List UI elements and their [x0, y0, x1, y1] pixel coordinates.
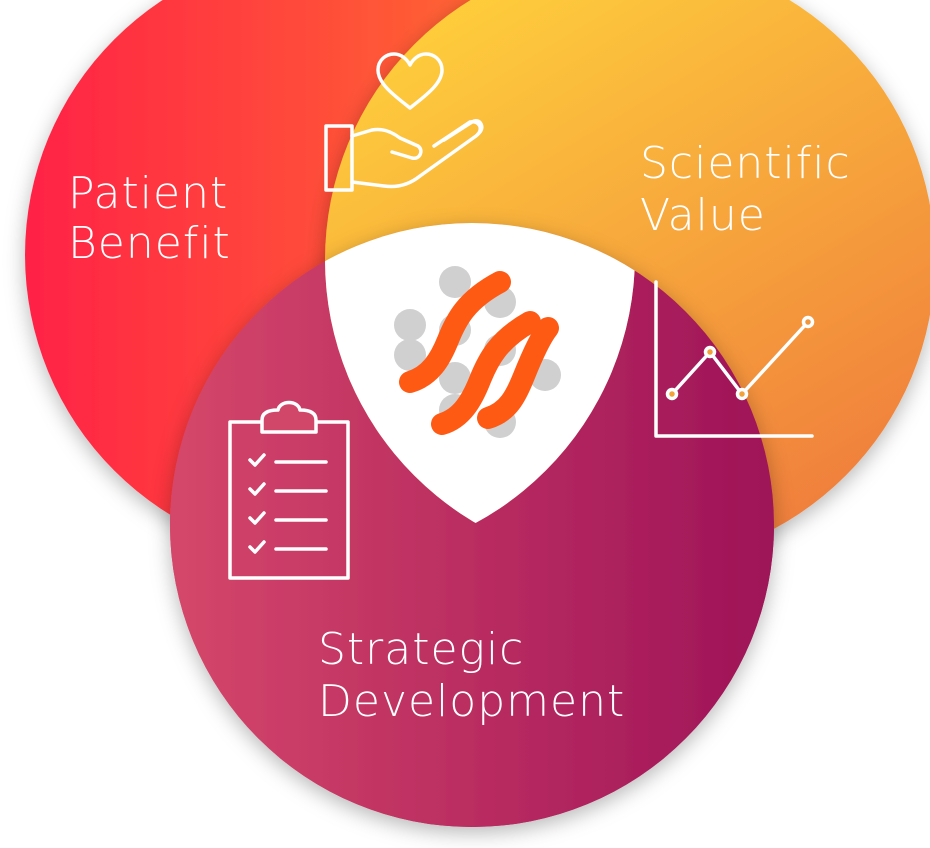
logo-grey-dot: [439, 362, 471, 394]
strategic-development-label-line2: Development: [318, 676, 625, 727]
patient-benefit-label: Patient Benefit: [68, 168, 243, 269]
scientific-value-label-line2: Value: [640, 190, 766, 241]
logo-orange-strand: [431, 311, 541, 435]
scientific-value-label: Scientific Value: [640, 138, 866, 241]
scientific-value-label-line1: Scientific: [640, 138, 851, 189]
logo-grey-dot: [439, 266, 471, 298]
logo-orange-strand: [477, 317, 559, 429]
strategic-development-label-line1: Strategic: [318, 624, 524, 675]
patient-benefit-label-line1: Patient: [68, 168, 228, 219]
clipboard-checklist-icon: [228, 400, 350, 580]
line-chart-icon: [654, 280, 815, 438]
molecule-logo-icon: [394, 266, 561, 438]
strategic-development-label: Strategic Development: [318, 624, 625, 727]
logo-grey-dot: [394, 309, 426, 341]
purple-front-region: [170, 223, 774, 827]
logo-orange-strand: [399, 271, 511, 393]
patient-benefit-label-line2: Benefit: [68, 218, 231, 269]
hand-heart-icon: [324, 52, 484, 192]
logo-grey-dot: [394, 339, 426, 371]
